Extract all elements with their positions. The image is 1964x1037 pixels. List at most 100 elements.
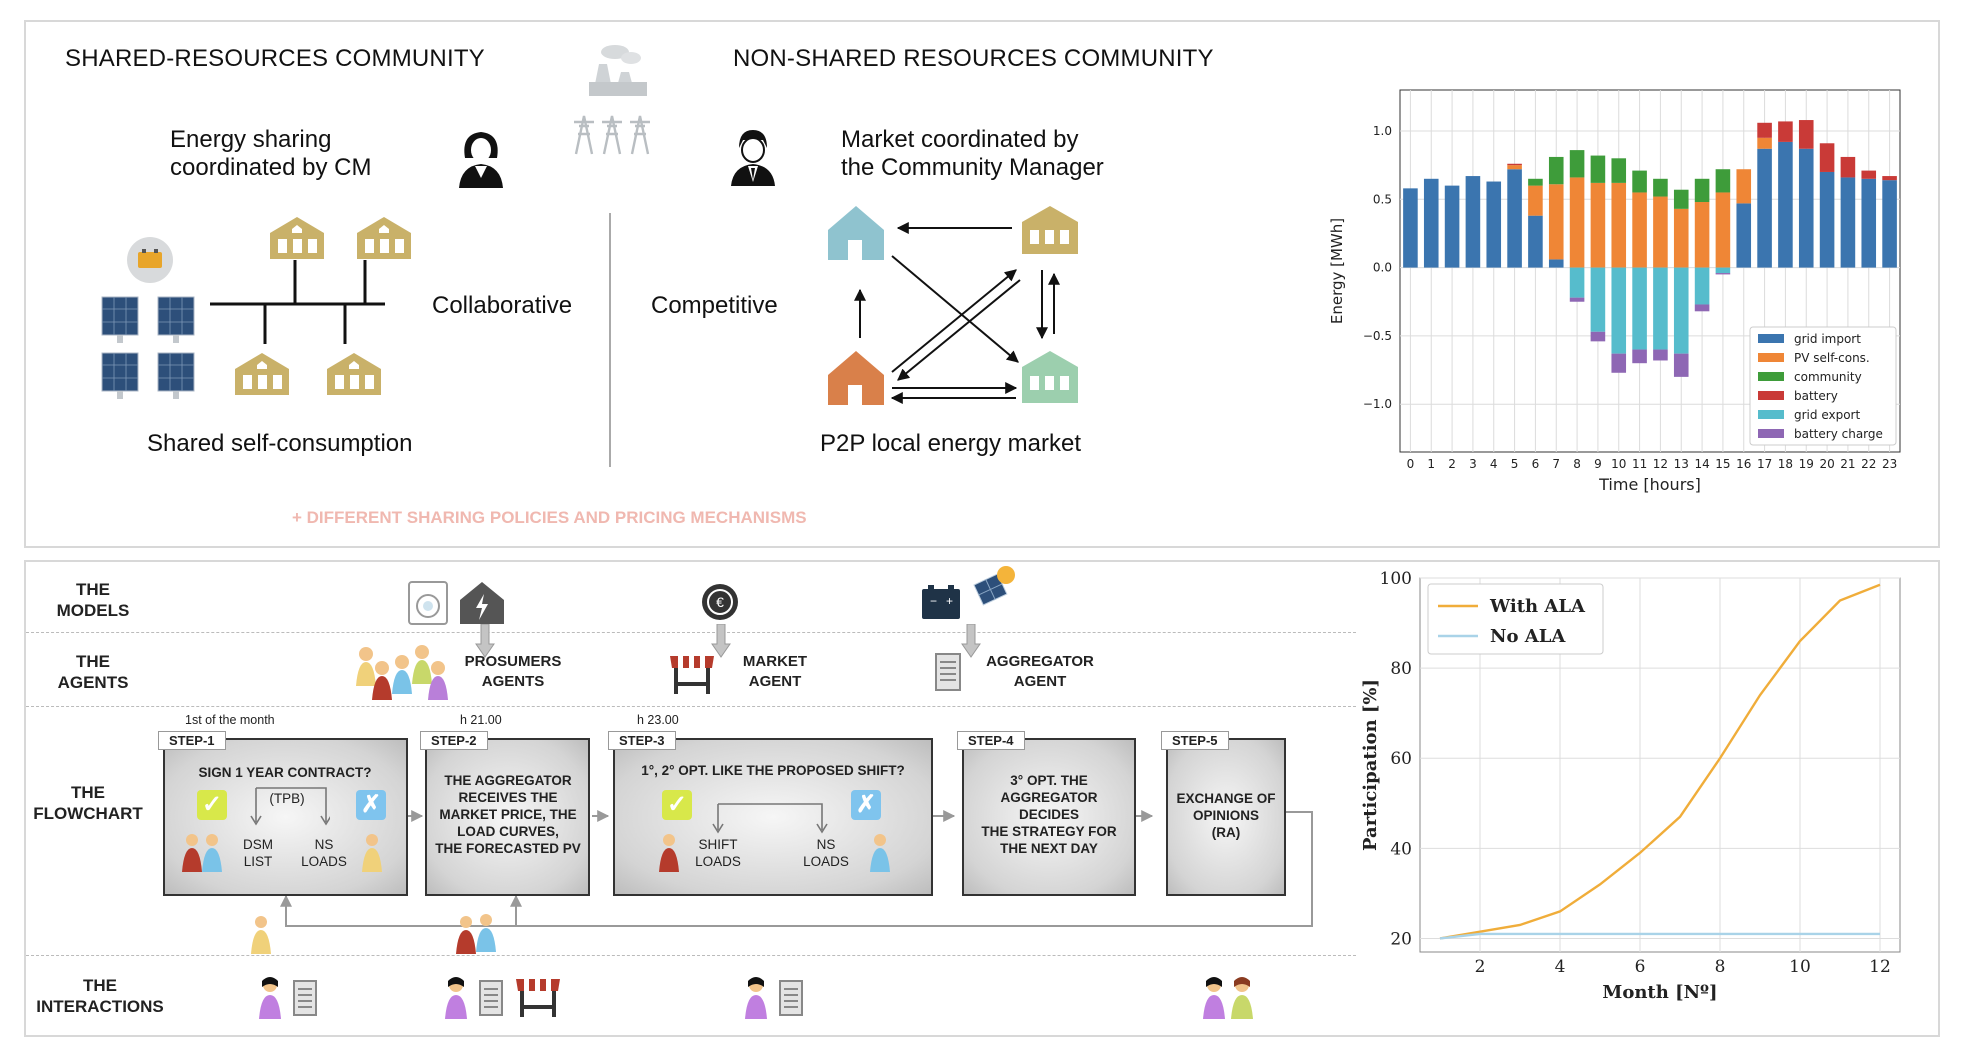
interaction-prosumer-aggregator <box>259 977 317 1019</box>
x-tick-label: 4 <box>1555 957 1566 977</box>
legend-label: With ALA <box>1489 596 1586 617</box>
bar-segment <box>1757 148 1772 268</box>
legend-label: grid import <box>1794 332 1861 346</box>
x-tick-label: 11 <box>1632 457 1647 471</box>
house-icon <box>270 217 324 259</box>
step-tag: STEP-3 <box>608 731 676 750</box>
battery-icon <box>127 237 173 283</box>
power-pylons-icon <box>574 115 650 155</box>
x-tick-label: 9 <box>1594 457 1602 471</box>
x-tick-label: 16 <box>1736 457 1751 471</box>
model-to-agent-arrow <box>711 624 731 658</box>
bar-segment <box>1736 169 1752 204</box>
x-tick-label: 1 <box>1427 457 1435 471</box>
legend-swatch <box>1758 372 1784 381</box>
bar-segment <box>1569 150 1585 178</box>
lane-flowchart: THE FLOWCHART <box>33 783 143 823</box>
step-4-text: 3° OPT. THE AGGREGATOR DECIDES THE STRAT… <box>981 773 1117 856</box>
y-tick-label: −0.5 <box>1363 329 1392 343</box>
market-stall-icon <box>670 656 714 694</box>
x-tick-label: 18 <box>1778 457 1793 471</box>
bar-segment <box>1840 177 1856 268</box>
legend-label: grid export <box>1794 408 1860 422</box>
y-tick-label: 0.5 <box>1373 192 1392 206</box>
shared-community-title: SHARED-RESOURCES COMMUNITY <box>65 45 485 72</box>
x-tick-label: 8 <box>1573 457 1581 471</box>
bar-segment <box>1590 267 1606 332</box>
step-tag: STEP-2 <box>420 731 488 750</box>
lane-models: THE MODELS <box>56 580 130 620</box>
bar-segment <box>1694 304 1710 312</box>
model-to-agent-arrow <box>475 624 495 658</box>
bar-segment <box>1673 208 1689 268</box>
shared-subtitle-line1: Energy sharing <box>170 126 332 153</box>
bar-segment <box>1486 181 1502 268</box>
check-icon: ✓ <box>197 790 227 820</box>
y-tick-label: 0.0 <box>1373 261 1392 275</box>
legend-label: PV self-cons. <box>1794 351 1870 365</box>
bar-segment <box>1569 267 1585 298</box>
bar-segment <box>1819 143 1835 172</box>
competitive-label: Competitive <box>651 292 778 319</box>
x-tick-label: 8 <box>1715 957 1726 977</box>
step-3-question: 1°, 2° OPT. LIKE THE PROPOSED SHIFT? <box>641 763 905 778</box>
legend-swatch <box>1758 334 1784 343</box>
flow-step-4 <box>962 738 1136 896</box>
bar-segment <box>1548 184 1564 260</box>
y-tick-label: −1.0 <box>1363 397 1392 411</box>
lane-agents: THE AGENTS <box>57 652 129 692</box>
x-tick-label: 21 <box>1840 457 1855 471</box>
bar-segment <box>1736 203 1752 268</box>
bar-segment <box>1611 182 1627 268</box>
check-icon: ✓ <box>662 790 692 820</box>
bar-segment <box>1590 331 1606 342</box>
sharing-policies-note: + DIFFERENT SHARING POLICIES AND PRICING… <box>292 508 807 527</box>
legend-label: community <box>1794 370 1862 384</box>
x-tick-label: 19 <box>1799 457 1814 471</box>
legend-swatch <box>1758 391 1784 400</box>
bar-segment <box>1653 178 1668 197</box>
y-tick-label: 20 <box>1390 929 1412 949</box>
bar-segment <box>1757 137 1772 149</box>
step-3-left-outcome: SHIFT LOADS <box>695 837 741 869</box>
legend-swatch <box>1758 410 1784 419</box>
bar-segment <box>1632 267 1647 350</box>
aggregator-agent-label: AGGREGATOR AGENT <box>986 653 1094 690</box>
cross-icon: ✗ <box>356 790 386 820</box>
people-pair-icon <box>456 914 496 954</box>
bar-segment <box>1507 169 1522 268</box>
battery-solar-icon: −+ <box>922 566 1015 619</box>
shared-grid-lines <box>210 260 385 344</box>
x-tick-label: 17 <box>1757 457 1772 471</box>
collaborative-label: Collaborative <box>432 292 573 319</box>
x-tick-label: 22 <box>1861 457 1876 471</box>
euro-coin-icon: € <box>702 584 738 620</box>
step-2-text: THE AGGREGATOR RECEIVES THE MARKET PRICE… <box>435 773 581 856</box>
nonshared-subtitle-line1: Market coordinated by <box>841 126 1079 153</box>
bar-segment <box>1757 122 1772 138</box>
step-1-right-outcome: NS LOADS <box>301 837 347 869</box>
time-label: 1st of the month <box>185 713 275 727</box>
step-3-branch <box>712 803 828 834</box>
step-3-right-outcome: NS LOADS <box>803 837 849 869</box>
bar-segment <box>1715 192 1731 268</box>
interaction-prosumer-aggregator-market <box>445 977 560 1019</box>
bar-segment <box>1694 178 1710 203</box>
y-tick-label: 60 <box>1390 749 1412 769</box>
bar-segment <box>1819 171 1835 268</box>
series-line <box>1439 583 1881 940</box>
x-tick-label: 6 <box>1532 457 1540 471</box>
lane-divider <box>26 706 1356 707</box>
legend-label: No ALA <box>1490 626 1566 647</box>
bar-segment <box>1653 349 1668 361</box>
home-energy-icon <box>460 582 504 624</box>
bar-segment <box>1673 189 1689 209</box>
nonshared-subtitle-line2: the Community Manager <box>841 154 1104 181</box>
prosumers-group-icon <box>356 645 448 700</box>
x-tick-label: 4 <box>1490 457 1498 471</box>
bar-segment <box>1694 202 1710 268</box>
x-tick-label: 23 <box>1882 457 1897 471</box>
person-icon <box>362 834 382 872</box>
step-tag: STEP-5 <box>1161 731 1229 750</box>
y-axis-title: Energy [MWh] <box>1328 218 1346 324</box>
